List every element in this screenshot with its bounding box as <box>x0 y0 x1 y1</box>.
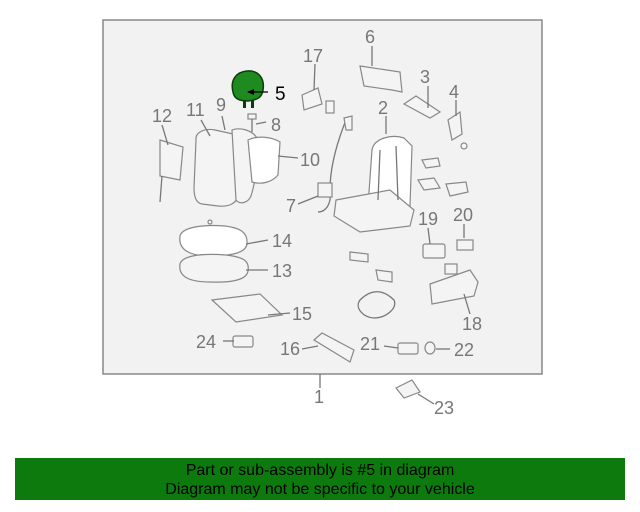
callout-16: 16 <box>280 339 300 359</box>
callout-22: 22 <box>454 340 474 360</box>
cover-part-16 <box>312 332 355 363</box>
callout-5: 5 <box>275 84 286 105</box>
callout-13: 13 <box>272 261 292 281</box>
callout-2: 2 <box>378 98 388 118</box>
callout-numbers: 1 2 3 4 5 6 7 8 9 10 11 12 13 14 15 16 1… <box>152 27 482 418</box>
callout-15: 15 <box>292 304 312 324</box>
part-19 <box>422 243 446 259</box>
callout-20: 20 <box>453 205 473 225</box>
callout-17: 17 <box>303 46 323 66</box>
side-panel-part-18 <box>429 269 479 305</box>
part-3 <box>402 95 442 119</box>
part-20 <box>456 239 474 251</box>
callout-9: 9 <box>216 95 226 115</box>
headrest-part-5[interactable] <box>231 70 265 108</box>
seat-back-parts <box>159 128 281 207</box>
banner-line-1: Part or sub-assembly is #5 in diagram <box>185 462 455 479</box>
callout-14: 14 <box>272 231 292 251</box>
leader-lines <box>161 46 471 405</box>
callout-24: 24 <box>196 332 216 352</box>
callout-23: 23 <box>434 398 454 418</box>
bracket-part-17 <box>301 87 323 111</box>
info-banner: Part or sub-assembly is #5 in diagram Di… <box>15 458 625 500</box>
pad-part-15 <box>210 293 284 323</box>
callout-1: 1 <box>314 387 324 407</box>
banner-line-2: Diagram may not be specific to your vehi… <box>165 481 475 498</box>
bolt-part-8 <box>247 113 257 132</box>
bracket-part-6 <box>359 65 403 93</box>
clip-part-24 <box>232 335 254 348</box>
part-23 <box>395 379 421 399</box>
callout-18: 18 <box>462 314 482 334</box>
callout-12: 12 <box>152 106 172 126</box>
callout-10: 10 <box>300 150 320 170</box>
callout-11: 11 <box>186 100 205 120</box>
part-21 <box>397 342 419 355</box>
callout-21: 21 <box>360 334 380 354</box>
seat-frame-part-2 <box>333 135 415 233</box>
callout-19: 19 <box>418 209 438 229</box>
part-22 <box>424 341 436 355</box>
seat-cushion-parts <box>179 219 249 283</box>
callout-7: 7 <box>286 196 296 216</box>
callout-3: 3 <box>420 67 430 87</box>
wiring-harness <box>357 291 396 319</box>
callout-6: 6 <box>365 27 375 47</box>
callout-4: 4 <box>449 82 459 102</box>
callout-8: 8 <box>271 115 281 135</box>
